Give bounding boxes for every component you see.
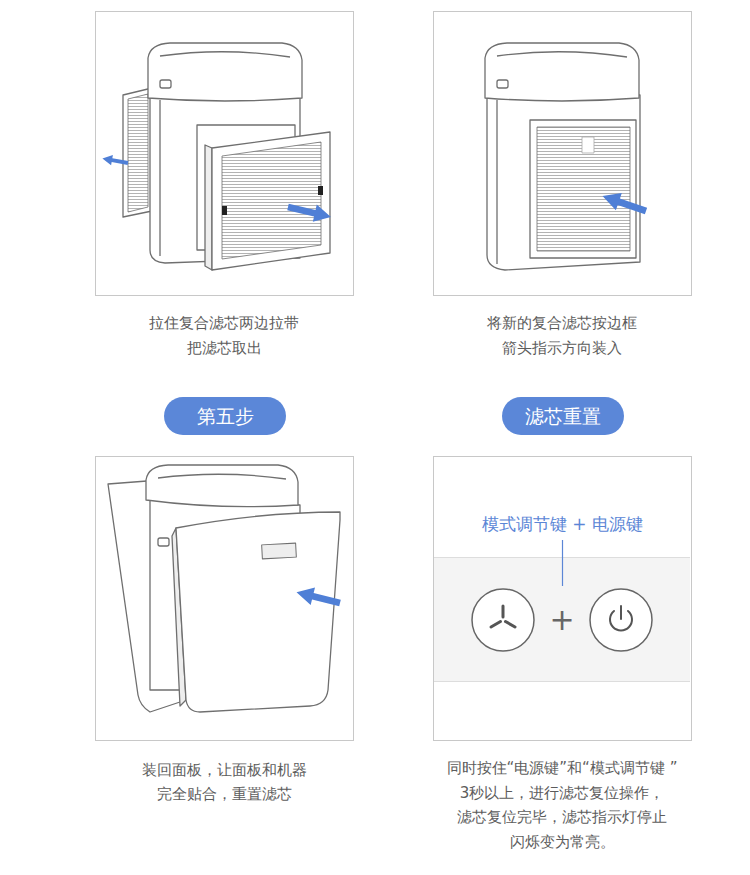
handle	[160, 80, 171, 88]
lid-curve	[497, 52, 627, 57]
direction-arrow	[286, 198, 333, 225]
power-symbol	[620, 606, 622, 619]
rear-filter-frame	[123, 88, 152, 217]
plus-sign: +	[549, 603, 574, 637]
pull-tab	[222, 206, 227, 215]
fan-blade	[502, 606, 505, 617]
band-edge	[434, 681, 690, 682]
front-filter-mesh	[222, 142, 321, 259]
direction-arrow	[101, 153, 128, 168]
reset-caption: 同时按住“电源键”和“模式调节键 ”3秒以上，进行滤芯复位操作， 滤芯复位完毕，…	[428, 756, 696, 854]
rear-filter-mesh	[128, 94, 148, 212]
fan-blade	[506, 622, 516, 628]
handle	[497, 80, 508, 88]
handle	[158, 538, 169, 546]
purifier-removal	[123, 43, 330, 270]
picture-frame	[96, 457, 354, 741]
step-caption: 将新的复合滤芯按边框 箭头指示方向装入	[457, 311, 667, 361]
step-pill: 第五步	[164, 397, 286, 435]
purifier-body	[487, 95, 640, 270]
key-combo-text: 模式调节键 + 电源键	[482, 513, 643, 535]
fan-blade	[491, 622, 501, 628]
step-title: 第五步	[197, 404, 254, 428]
purifier-insert	[485, 43, 640, 270]
front-filter-frame	[212, 132, 330, 270]
purifier-lid	[485, 43, 639, 101]
reset-panel: 模式调节键 + 电源键	[433, 456, 692, 741]
picture-frame	[434, 12, 692, 296]
step-caption: 拉住复合滤芯两边拉带 把滤芯取出	[119, 311, 329, 361]
filter-tag	[582, 137, 594, 153]
direction-arrow	[294, 583, 342, 611]
direction-arrow	[600, 187, 649, 219]
front-panel	[176, 512, 340, 712]
filter-mesh	[537, 127, 630, 251]
step-pill: 滤芯重置	[502, 397, 624, 435]
mode-button	[472, 589, 534, 651]
lid-curve	[158, 474, 286, 479]
panel-window	[262, 543, 297, 559]
step-caption: 装回面板，让面板和机器 完全贴合，重置滤芯	[119, 758, 329, 806]
filter-frame	[530, 120, 636, 258]
purifier-panel	[108, 465, 340, 712]
pull-tab	[318, 186, 323, 195]
filter-side	[205, 145, 212, 270]
body-edge	[496, 100, 497, 264]
purifier-lid	[146, 465, 298, 507]
purifier-lid	[148, 43, 302, 101]
picture-frame	[96, 12, 354, 296]
step-title: 滤芯重置	[525, 404, 601, 428]
leader-line	[562, 540, 563, 586]
power-button	[590, 589, 652, 651]
lid-curve	[160, 52, 290, 57]
body-edge	[159, 100, 160, 256]
fan-symbol	[491, 606, 515, 627]
